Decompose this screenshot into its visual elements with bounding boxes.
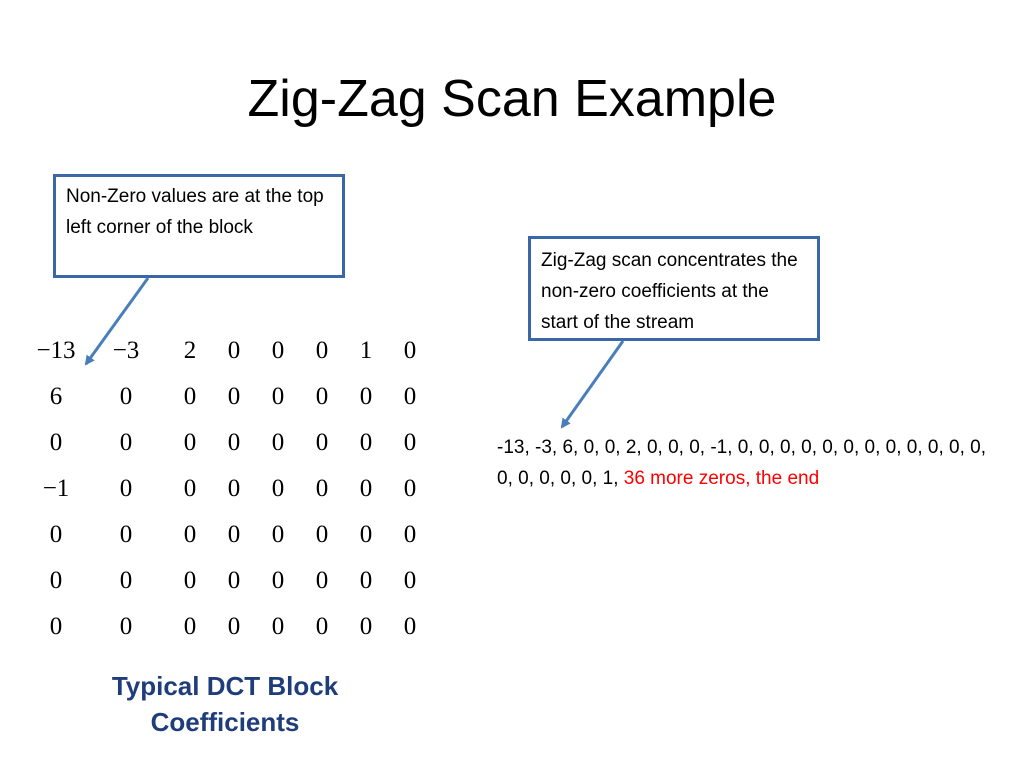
- matrix-cell: 0: [403, 475, 417, 502]
- zigzag-stream: -13, -3, 6, 0, 0, 2, 0, 0, 0, -1, 0, 0, …: [497, 432, 997, 494]
- matrix-cell: 0: [403, 383, 417, 410]
- caption-line-2: Coefficients: [150, 707, 300, 737]
- matrix-cell: 0: [315, 567, 329, 594]
- matrix-cell: 0: [49, 429, 63, 456]
- matrix-cell: 0: [315, 383, 329, 410]
- matrix-cell: 0: [359, 521, 373, 548]
- matrix-cell: 0: [227, 337, 241, 364]
- matrix-cell: 0: [271, 337, 285, 364]
- matrix-cell: 0: [227, 567, 241, 594]
- matrix-cell: 0: [359, 613, 373, 640]
- matrix-cell: 0: [271, 521, 285, 548]
- matrix-row: −13 −3 2 0 0 0 1 0: [28, 328, 432, 374]
- matrix-cell: 0: [183, 475, 197, 502]
- matrix-cell: 2: [183, 337, 197, 364]
- matrix-cell: 0: [403, 521, 417, 548]
- matrix-row: 6 0 0 0 0 0 0 0: [28, 374, 432, 420]
- callout-zigzag-scan: Zig-Zag scan concentrates the non-zero c…: [528, 236, 820, 341]
- matrix-cell: 0: [315, 337, 329, 364]
- matrix-cell: 0: [227, 383, 241, 410]
- matrix-cell: 0: [315, 429, 329, 456]
- matrix-cell: 0: [183, 521, 197, 548]
- matrix-caption: Typical DCT Block Coefficients: [80, 668, 370, 740]
- callout-nonzero-values: Non-Zero values are at the top left corn…: [53, 174, 345, 278]
- matrix-cell: 0: [359, 567, 373, 594]
- matrix-cell: 0: [119, 429, 133, 456]
- matrix-cell: −13: [36, 337, 76, 364]
- matrix-cell: 0: [183, 383, 197, 410]
- matrix-cell: 0: [403, 429, 417, 456]
- matrix-cell: 0: [359, 429, 373, 456]
- matrix-cell: 0: [183, 429, 197, 456]
- matrix-cell: 0: [403, 567, 417, 594]
- matrix-cell: 0: [315, 613, 329, 640]
- caption-line-1: Typical DCT Block: [111, 671, 339, 701]
- matrix-cell: 0: [183, 567, 197, 594]
- matrix-cell: 0: [227, 613, 241, 640]
- matrix-cell: 0: [271, 567, 285, 594]
- stream-tail: 36 more zeros, the end: [623, 468, 820, 489]
- matrix-cell: 0: [227, 521, 241, 548]
- matrix-cell: 0: [403, 337, 417, 364]
- matrix-cell: 0: [271, 383, 285, 410]
- matrix-cell: 0: [49, 567, 63, 594]
- matrix-row: −1 0 0 0 0 0 0 0: [28, 466, 432, 512]
- matrix-cell: 0: [359, 475, 373, 502]
- matrix-row: 0 0 0 0 0 0 0 0: [28, 604, 432, 650]
- matrix-cell: 0: [183, 613, 197, 640]
- matrix-row: 0 0 0 0 0 0 0 0: [28, 512, 432, 558]
- matrix-cell: 0: [49, 521, 63, 548]
- matrix-cell: 0: [227, 475, 241, 502]
- arrow-right-callout: [560, 340, 625, 429]
- matrix-cell: 6: [49, 383, 63, 410]
- arrow-left-callout: [84, 277, 150, 366]
- slide-title: Zig-Zag Scan Example: [247, 70, 777, 128]
- matrix-cell: −3: [112, 337, 140, 364]
- matrix-cell: 0: [271, 429, 285, 456]
- matrix-cell: 0: [119, 383, 133, 410]
- matrix-cell: 0: [315, 521, 329, 548]
- matrix-cell: 0: [119, 567, 133, 594]
- matrix-cell: 0: [119, 613, 133, 640]
- matrix-cell: 0: [119, 475, 133, 502]
- matrix-cell: 0: [227, 429, 241, 456]
- matrix-row: 0 0 0 0 0 0 0 0: [28, 558, 432, 604]
- matrix-cell: 0: [359, 383, 373, 410]
- matrix-row: 0 0 0 0 0 0 0 0: [28, 420, 432, 466]
- matrix-cell: −1: [42, 475, 70, 502]
- matrix-cell: 0: [403, 613, 417, 640]
- matrix-cell: 1: [359, 337, 373, 364]
- matrix-cell: 0: [119, 521, 133, 548]
- matrix-cell: 0: [271, 613, 285, 640]
- stream-values: -13, -3, 6, 0, 0, 2, 0, 0, 0, -1, 0, 0, …: [497, 437, 987, 489]
- matrix-cell: 0: [315, 475, 329, 502]
- matrix-cell: 0: [271, 475, 285, 502]
- matrix-cell: 0: [49, 613, 63, 640]
